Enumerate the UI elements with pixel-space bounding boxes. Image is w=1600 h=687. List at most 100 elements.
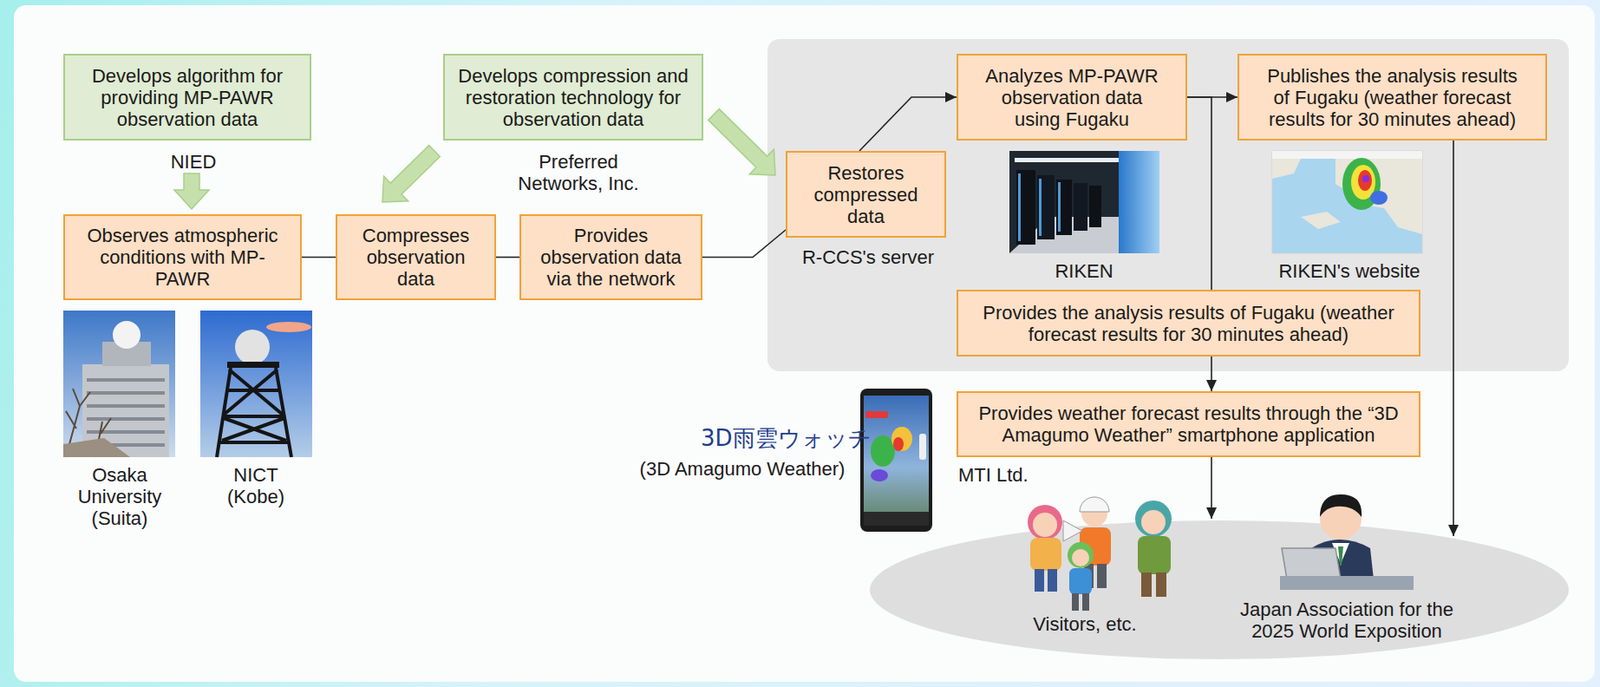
box-text: Observes atmospheric conditions with MP-…	[80, 224, 286, 290]
connector-line	[301, 256, 336, 259]
photo-osaka-university-part	[86, 430, 165, 434]
connector-line	[859, 97, 957, 151]
photo-osaka-university-part	[86, 378, 165, 382]
photo-caption: Osaka University (Suita)	[70, 463, 170, 529]
visitors-illustration-part	[1137, 535, 1171, 575]
photo-fugaku-part	[1089, 185, 1102, 228]
photo-osaka-university-part	[86, 391, 165, 395]
photo-caption: RIKEN's website	[1278, 260, 1420, 282]
flow-connector	[859, 91, 957, 151]
photo-riken-website-part	[1272, 150, 1423, 254]
audience-group: Japan Association for the 2025 World Exp…	[1231, 535, 1466, 640]
photo-fugaku-part	[1038, 178, 1042, 236]
photo-osaka-university-part	[86, 404, 165, 408]
photo-nict-tower	[200, 310, 313, 458]
green-arrow	[174, 173, 209, 209]
photo-fugaku-part	[1016, 169, 1036, 245]
method-box: Develops compression and restoration tec…	[443, 53, 704, 141]
box-text: Compresses observation data	[355, 224, 477, 290]
page-panel	[13, 5, 1595, 682]
box-text: Provides the analysis results of Fugaku …	[965, 301, 1412, 346]
photo-riken-website	[1272, 150, 1423, 254]
visitors-illustration-part	[1141, 572, 1152, 597]
box-text: Analyzes MP-PAWR observation data using …	[979, 65, 1166, 131]
staff-illustration-part	[1281, 548, 1341, 580]
photo-fugaku-part	[1037, 175, 1055, 240]
photo-osaka-university-part	[86, 417, 165, 421]
riken-region	[767, 39, 1569, 372]
arrow-head	[1206, 379, 1217, 392]
green-flow-arrow	[174, 173, 209, 209]
box-text: Restores compressed data	[805, 162, 928, 228]
process-box: Provides observation data via the networ…	[519, 214, 703, 301]
flow-connector	[702, 229, 786, 258]
actor-label: NIED	[170, 150, 217, 173]
connector-line	[702, 229, 786, 258]
box-text: Provides weather forecast results throug…	[971, 402, 1407, 446]
process-box: Compresses observation data	[335, 214, 497, 301]
audience-group: Visitors, etc.	[988, 518, 1223, 636]
photo-riken-website-part	[1362, 175, 1370, 183]
flow-connector	[1206, 457, 1217, 519]
visitors-illustration-part	[1069, 568, 1092, 595]
photo-smartphone-app-part	[870, 435, 895, 467]
visitors-illustration	[1027, 496, 1172, 611]
actor-label: R-CCS's server	[802, 246, 934, 268]
photo-riken-website-part	[1335, 158, 1423, 235]
arrow-head	[1206, 507, 1217, 519]
process-box: Publishes the analysis results of Fugaku…	[1237, 53, 1548, 141]
method-box: Develops algorithm for providing MP-PAWR…	[63, 53, 312, 141]
visitors-illustration-part	[1071, 593, 1079, 611]
flow-connector	[496, 256, 520, 258]
flow-connector	[301, 256, 336, 258]
photo-osaka-university-part	[63, 437, 131, 458]
actor-label: MTI Ltd.	[958, 463, 1029, 486]
process-box: Provides weather forecast results throug…	[956, 391, 1421, 458]
visitors-illustration-part	[1071, 548, 1090, 567]
arrow-head	[1448, 524, 1459, 536]
visitors-illustration-part	[1097, 563, 1107, 588]
photo-fugaku-part	[1057, 182, 1061, 232]
app-name: (3D Amagumo Weather)	[640, 457, 846, 480]
connector-line	[496, 256, 520, 259]
photo-riken-website-part	[1300, 211, 1341, 229]
photo-fugaku-part	[1014, 157, 1119, 163]
flow-connector	[1187, 97, 1212, 290]
process-box: Restores compressed dataR-CCS's server	[785, 150, 947, 238]
photo-nict-tower-part	[227, 361, 280, 368]
audience-label: Visitors, etc.	[1032, 613, 1137, 635]
connector-line	[1452, 140, 1455, 536]
visitors-illustration-part	[1032, 512, 1058, 537]
photo-riken-website-part	[1272, 150, 1423, 159]
process-box: Analyzes MP-PAWR observation data using …	[956, 53, 1188, 141]
visitors-illustration-part	[1047, 568, 1058, 592]
box-text: Publishes the analysis results of Fugaku…	[1260, 65, 1525, 131]
photo-fugaku	[1009, 150, 1160, 254]
green-flow-arrow	[708, 109, 776, 176]
photo-smartphone-app-part	[863, 395, 929, 526]
photo-riken-website-part	[1358, 169, 1372, 191]
staff-illustration	[1280, 494, 1414, 590]
green-flow-arrow	[382, 145, 440, 203]
photo-smartphone-app-part	[891, 426, 913, 451]
photo-fugaku-part	[1018, 173, 1021, 242]
visitors-illustration-part	[1063, 520, 1083, 542]
staff-illustration-part	[1280, 575, 1414, 590]
visitors-illustration-part	[1067, 542, 1094, 569]
photo-riken-website-part	[1272, 158, 1301, 179]
photo-smartphone-app-part	[870, 469, 889, 482]
visitors-illustration-part	[1082, 593, 1090, 611]
box-text: Develops algorithm for providing MP-PAWR…	[83, 65, 292, 131]
photo-smartphone-app-part	[863, 511, 929, 526]
box-text: Develops compression and restoration tec…	[451, 65, 695, 131]
box-text: Provides observation data via the networ…	[534, 224, 689, 290]
arrow-head	[1226, 91, 1238, 103]
photo-caption: RIKEN	[1054, 260, 1113, 282]
visitors-illustration-part	[1079, 496, 1110, 512]
photo-smartphone-app-part	[865, 411, 889, 418]
photo-smartphone-app-part	[860, 388, 933, 532]
photo-nict-tower-part	[266, 321, 312, 333]
process-box: Provides the analysis results of Fugaku …	[956, 289, 1421, 357]
photo-smartphone-app	[860, 388, 933, 532]
